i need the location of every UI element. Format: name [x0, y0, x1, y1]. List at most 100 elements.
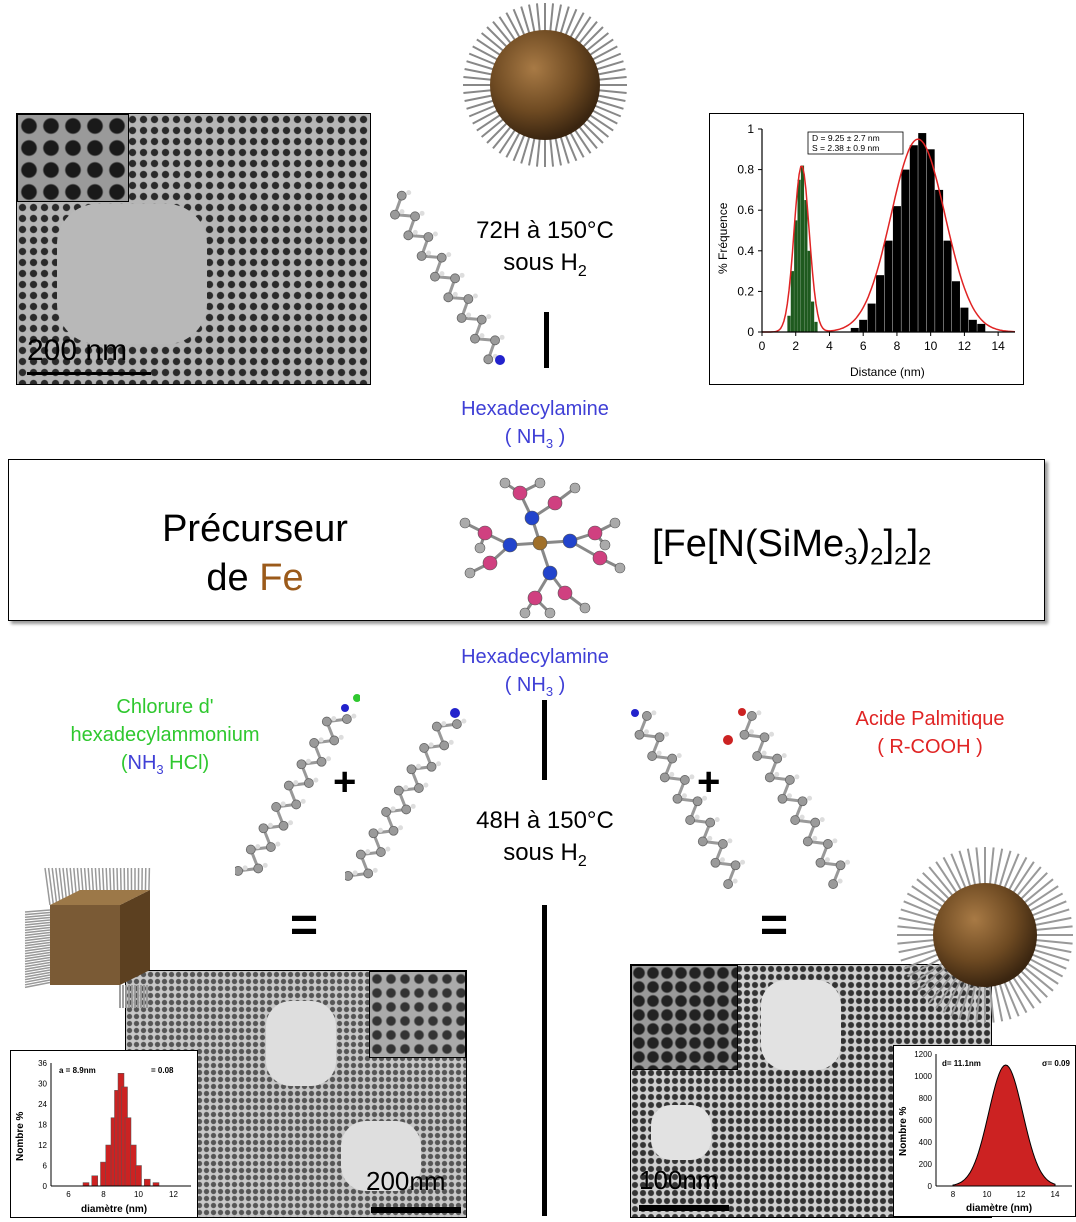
carbon-atom [411, 212, 420, 221]
carbon-atom [452, 720, 461, 729]
hydrogen-atom [399, 209, 404, 214]
molecule-atom [500, 478, 510, 488]
molecule-atom [558, 586, 572, 600]
carbon-atom [246, 845, 255, 854]
molecule-atom [543, 566, 557, 580]
histogram-bar [960, 308, 968, 332]
ligand-formula-top: ( NH3 ) [420, 423, 650, 453]
molecule-atom [600, 540, 610, 550]
histogram-bar [977, 324, 985, 332]
histogram-bar [794, 220, 797, 332]
scale-label-bottom-right: 100nm [639, 1165, 719, 1196]
histogram-bar [851, 328, 859, 332]
hist-bl-ylabel: Nombre % [15, 1111, 26, 1161]
carbon-atom [753, 752, 762, 761]
hydrogen-atom [436, 761, 441, 766]
carbon-atom [402, 805, 411, 814]
carbon-atom [430, 272, 439, 281]
hydrogen-atom [243, 865, 248, 870]
tem-clear-area [57, 204, 207, 344]
carbon-atom [414, 784, 423, 793]
hydrogen-atom [677, 753, 682, 758]
ligand-spoke [1033, 940, 1073, 944]
tem-image-top: 200 nm [16, 113, 371, 385]
ligand-spoke [25, 920, 50, 922]
carbon-atom [470, 334, 479, 343]
x-tick-label: 10 [924, 339, 938, 353]
hydrogen-atom [420, 211, 425, 216]
histogram-bar [859, 320, 867, 332]
hydrogen-atom [682, 793, 687, 798]
hydrogen-atom [500, 335, 505, 340]
y-tick-label: 6 [43, 1162, 48, 1171]
carbon-atom [389, 826, 398, 835]
hydrogen-atom [479, 333, 484, 338]
x-tick-label: 0 [759, 339, 766, 353]
tem-inset-bottom-left [369, 971, 466, 1058]
equals-left: = [290, 898, 318, 953]
ligand-center-name: Hexadecylamine [420, 643, 650, 671]
y-tick-label: 0 [928, 1182, 933, 1191]
hydrogen-atom [378, 828, 383, 833]
carbon-atom [686, 816, 695, 825]
carbon-atom [778, 794, 787, 803]
hydrogen-atom [774, 772, 779, 777]
hydrogen-atom [845, 860, 850, 865]
carbon-atom [660, 773, 669, 782]
ligand-spoke [25, 980, 50, 985]
hydrogen-atom [695, 815, 700, 820]
ligand-spoke [25, 923, 50, 926]
carbon-atom [310, 738, 319, 747]
arrow-line-bottom-upper [542, 700, 547, 780]
hydrogen-atom [326, 756, 331, 761]
hydrogen-atom [433, 231, 438, 236]
molecule-atom [483, 556, 497, 570]
x-tick-label: 6 [860, 339, 867, 353]
hydrogen-atom [331, 716, 336, 721]
carbon-atom [740, 730, 749, 739]
molecule-atom [548, 496, 562, 510]
hist-bl-annotation-1: a = 8.9nm [59, 1066, 96, 1075]
carbon-atom [457, 314, 466, 323]
carbon-atom [417, 252, 426, 261]
carbon-atom [668, 754, 677, 763]
hydrogen-atom [306, 759, 311, 764]
precursor-molecule [440, 463, 640, 623]
scale-bar-top [27, 372, 151, 375]
hydrogen-atom [644, 729, 649, 734]
y-tick-label: 600 [919, 1116, 933, 1125]
ligand-center-formula: ( NH3 ) [420, 671, 650, 701]
scale-bar-bottom-right [639, 1205, 729, 1211]
carbon-atom [292, 800, 301, 809]
scale-label-bottom-left: 200nm [366, 1166, 446, 1197]
hydrogen-atom [429, 742, 434, 747]
y-tick-label: 30 [38, 1080, 47, 1089]
x-tick-label: 8 [101, 1190, 106, 1199]
histogram-bar [893, 206, 901, 332]
y-tick-label: 0.4 [737, 244, 754, 258]
y-tick-label: 1 [747, 122, 754, 136]
plus-right: + [697, 760, 720, 805]
y-tick-label: 24 [38, 1100, 47, 1109]
x-tick-label: 2 [792, 339, 799, 353]
scale-bar-bottom-left [371, 1207, 461, 1213]
histogram-bar [804, 200, 807, 332]
carbon-atom [304, 779, 313, 788]
molecule-atom [580, 603, 590, 613]
hydrogen-atom [794, 774, 799, 779]
hydrogen-atom [749, 729, 754, 734]
ligand-spoke [25, 918, 50, 920]
plus-left: + [333, 760, 356, 805]
histogram-bar [144, 1179, 150, 1186]
hydrogen-atom [411, 804, 416, 809]
hydrogen-atom [820, 817, 825, 822]
ligand-label-center: Hexadecylamine ( NH3 ) [420, 643, 650, 701]
hydrogen-atom [657, 751, 662, 756]
hist-bl-xlabel: diamètre (nm) [81, 1204, 147, 1215]
spherical-nanoparticle-bottom [890, 845, 1076, 1025]
carbon-atom [747, 711, 756, 720]
carbon-atom [356, 850, 365, 859]
carbon-atom [444, 293, 453, 302]
arrow-line-bottom-lower [542, 905, 547, 1216]
hydrogen-atom [293, 780, 298, 785]
